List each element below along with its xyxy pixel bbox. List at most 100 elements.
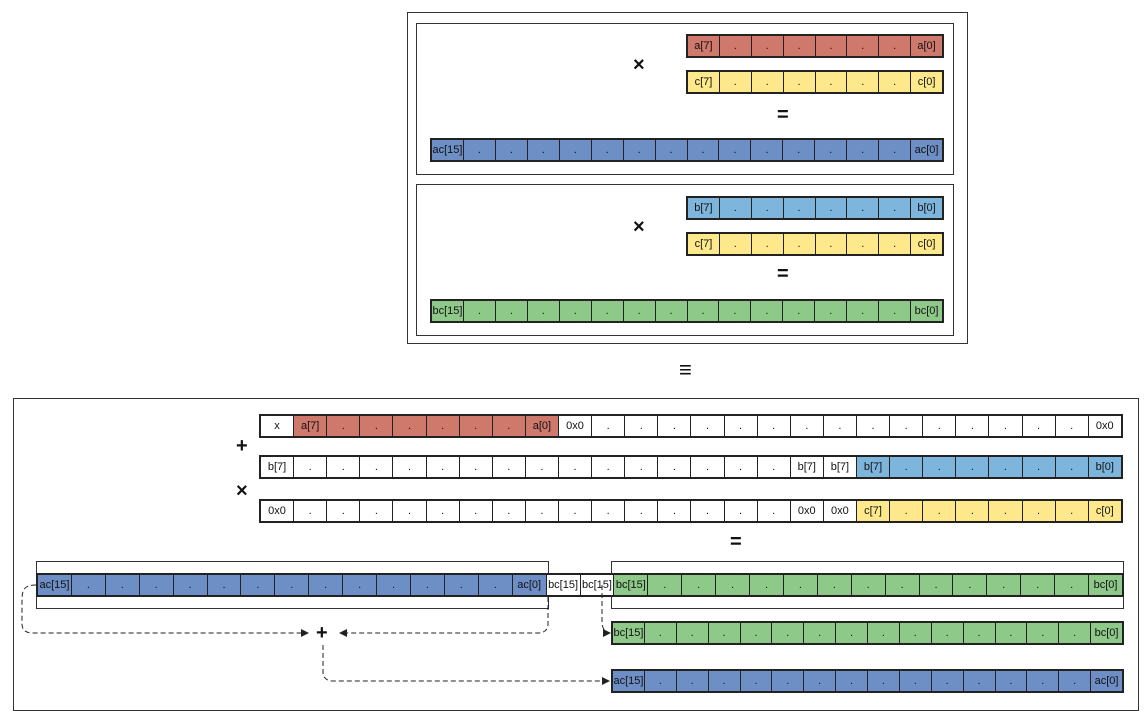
register-cell: . [989,457,1023,477]
register-cell: . [868,623,900,643]
register-cell: . [751,301,784,321]
register-cell: . [923,416,957,436]
register-cell: . [751,198,784,218]
register-cell: . [644,623,677,643]
register-cell: . [856,416,891,436]
register-cell: . [1055,575,1090,595]
register-cell: . [740,671,773,691]
register-cell: b[0] [1088,457,1121,477]
equals-operator-3: = [730,531,742,553]
register-b: b[7]......b[0] [686,196,944,220]
register-cell: . [691,416,725,436]
register-cell: . [1022,416,1056,436]
register-cell: . [923,457,957,477]
register-cell: . [899,671,932,691]
register-cell: bc[15] [613,623,645,643]
register-cell: . [527,140,560,160]
register-cell: . [327,457,361,477]
result-bc-register: bc[15]..............bc[0] [611,621,1124,645]
equals-operator-1: = [777,104,789,126]
times-operator-1: × [633,54,645,76]
register-cell: . [847,140,880,160]
register-cell: . [463,301,496,321]
register-cell: c[0] [1088,501,1121,521]
register-cell: . [592,457,626,477]
register-cell: . [1055,416,1089,436]
register-cell: . [459,457,493,477]
sum-operator: + [316,622,328,644]
register-cell: ac[15] [613,671,645,691]
register-cell: . [708,671,741,691]
plus-operator: + [236,435,248,457]
register-cell: . [879,36,912,56]
register-cell: . [751,234,784,254]
register-cell: . [790,416,824,436]
register-cell: . [275,575,310,595]
register-cell: . [899,623,932,643]
register-cell: . [890,501,924,521]
top-container [407,12,968,344]
register-cell: . [658,501,692,521]
register-cell: c[7] [688,72,720,92]
register-cell: . [691,457,725,477]
register-cell: . [804,671,837,691]
register-cell: . [1022,457,1056,477]
register-cell: bc[15] [432,301,464,321]
register-cell: . [757,457,791,477]
register-cell: . [1059,671,1092,691]
register-cell: . [591,140,624,160]
register-cell: . [719,234,752,254]
register-cell: . [525,501,559,521]
register-cell: . [879,234,912,254]
register-cell: . [393,501,427,521]
register-cell: . [757,416,791,436]
register-cell: . [623,301,656,321]
register-cell: . [719,36,752,56]
register-cell: c[7] [856,501,891,521]
register-cell: . [956,501,990,521]
register-cell: . [459,416,493,436]
register-cell: bc[0] [911,301,942,321]
register-cell: . [1055,457,1089,477]
register-cell: . [426,416,460,436]
register-cell: . [625,501,659,521]
register-cell: . [879,72,912,92]
register-cell: . [71,575,106,595]
register-cell: . [815,140,848,160]
register-cell: . [847,301,880,321]
register-cell: bc[15] [580,575,615,595]
register-cell: b[7] [790,457,824,477]
register-cell: a[7] [688,36,720,56]
register-cell: bc[15] [614,575,649,595]
register-cell: . [682,575,717,595]
register-cell: . [847,72,880,92]
register-cell: . [836,623,868,643]
register-cell: . [492,457,526,477]
register-cell: b[7] [261,457,295,477]
register-cell: . [525,457,559,477]
register-cell: 0x0 [823,501,857,521]
register-cell: . [963,671,996,691]
register-cell: . [783,301,816,321]
register-cell: . [890,457,924,477]
register-cell: b[7] [823,457,857,477]
register-cell: . [953,575,988,595]
arrow-ac-to-sum [21,584,309,637]
register-cell: . [989,416,1023,436]
register-cell: . [923,501,957,521]
register-cell: . [708,623,741,643]
register-cell: . [783,575,818,595]
register-cell: . [676,671,709,691]
register-cell: ac[15] [432,140,464,160]
register-cell: a[0] [911,36,942,56]
register-cell: . [815,198,848,218]
register-cell: . [995,623,1028,643]
arrow-bc-to-sum [339,597,549,637]
register-a: a[7]......a[0] [686,34,944,58]
register-cell: . [724,457,758,477]
register-cell: . [890,416,924,436]
register-cell: . [655,301,688,321]
register-cell: . [815,234,848,254]
